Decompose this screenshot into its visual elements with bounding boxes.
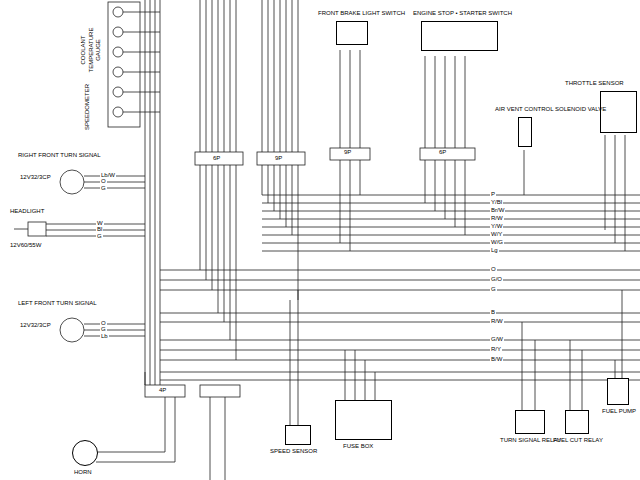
component: HORN — [72, 440, 98, 477]
component: RIGHT FRONT TURN SIGNAL 12V32/3CP — [18, 152, 101, 181]
component-label: LEFT FRONT TURN SIGNAL — [18, 300, 97, 308]
component-label: THROTTLE SENSOR — [565, 80, 637, 88]
connector-label: 6P — [438, 149, 447, 156]
wire-color-code: P — [490, 191, 496, 198]
component-label: SPEEDOMETER — [84, 82, 92, 132]
component-outline — [607, 378, 629, 405]
wire-color-code: B/W — [490, 356, 503, 363]
component: ENGINE STOP • STARTER SWITCH — [413, 10, 512, 51]
component: COOLANT TEMPERATURE GAUGE — [80, 20, 103, 80]
component-label: 12V32/3CP — [20, 174, 101, 182]
wire-color-code: B — [490, 309, 496, 316]
component: SPEED SENSOR — [270, 425, 317, 456]
component: FUSE BOX — [335, 400, 392, 451]
connector-label: 6P — [212, 155, 221, 162]
component-outline — [565, 410, 589, 434]
component: HEADLIGHT 12V60/55W — [10, 208, 44, 249]
component-label: ENGINE STOP • STARTER SWITCH — [413, 10, 512, 18]
component-label: TURN SIGNAL RELAY — [500, 437, 561, 445]
component-outline — [335, 400, 392, 440]
component-outline — [285, 425, 311, 445]
component-label: FRONT BRAKE LIGHT SWITCH — [318, 10, 405, 18]
wire-color-code: Lb — [100, 333, 109, 340]
wire-color-code: G — [100, 185, 107, 192]
component-label: RIGHT FRONT TURN SIGNAL — [18, 152, 101, 160]
wire-color-code: Y/W — [490, 223, 503, 230]
wire-color-code: W/G — [490, 239, 504, 246]
component-outline — [515, 410, 545, 434]
component: SPEEDOMETER — [84, 82, 92, 132]
component-label: HORN — [74, 469, 98, 477]
component-label: AIR VENT CONTROL SOLENOID VALVE — [495, 106, 606, 114]
component-label: COOLANT TEMPERATURE GAUGE — [80, 20, 103, 80]
component-outline — [336, 21, 368, 45]
component-outline — [518, 117, 532, 147]
component-label: HEADLIGHT — [10, 208, 44, 216]
component-label: FUEL CUT RELAY — [553, 437, 603, 445]
component: FRONT BRAKE LIGHT SWITCH — [318, 10, 405, 45]
component-label: SPEED SENSOR — [270, 448, 317, 456]
component-label: FUSE BOX — [343, 443, 392, 451]
wire-color-code: Bl — [96, 226, 103, 233]
component: FUEL CUT RELAY — [553, 410, 603, 445]
component: AIR VENT CONTROL SOLENOID VALVE — [495, 106, 606, 147]
wire-color-code: G — [96, 233, 103, 240]
component: TURN SIGNAL RELAY — [500, 410, 561, 445]
connector-label: 9P — [274, 155, 283, 162]
wire-color-code: Br/W — [490, 207, 505, 214]
component-label: 12V32/3CP — [20, 322, 97, 330]
component-label: 12V60/55W — [10, 242, 44, 250]
wire-color-code: O — [490, 266, 497, 273]
wire-color-code: G — [490, 286, 497, 293]
component-outline — [72, 440, 98, 466]
component: LEFT FRONT TURN SIGNAL 12V32/3CP — [18, 300, 97, 329]
connector-label: 9P — [343, 149, 352, 156]
wire-color-code: Lg — [490, 247, 499, 254]
wire-color-code: O — [100, 178, 107, 185]
wire-color-code: R/W — [490, 318, 504, 325]
wire-color-code: W/Y — [490, 231, 503, 238]
wire-color-code: R/W — [490, 215, 504, 222]
component-label: FUEL PUMP — [602, 408, 636, 416]
component: FUEL PUMP — [602, 378, 636, 416]
wire-color-code: R/Y — [490, 346, 502, 353]
wire-color-code: G/W — [490, 336, 504, 343]
wire-color-code: G/O — [490, 276, 503, 283]
component-outline — [421, 21, 498, 51]
connector-label: 4P — [158, 387, 167, 394]
wire-color-code: Y/Bl — [490, 199, 503, 206]
wire-color-code: G — [100, 326, 107, 333]
